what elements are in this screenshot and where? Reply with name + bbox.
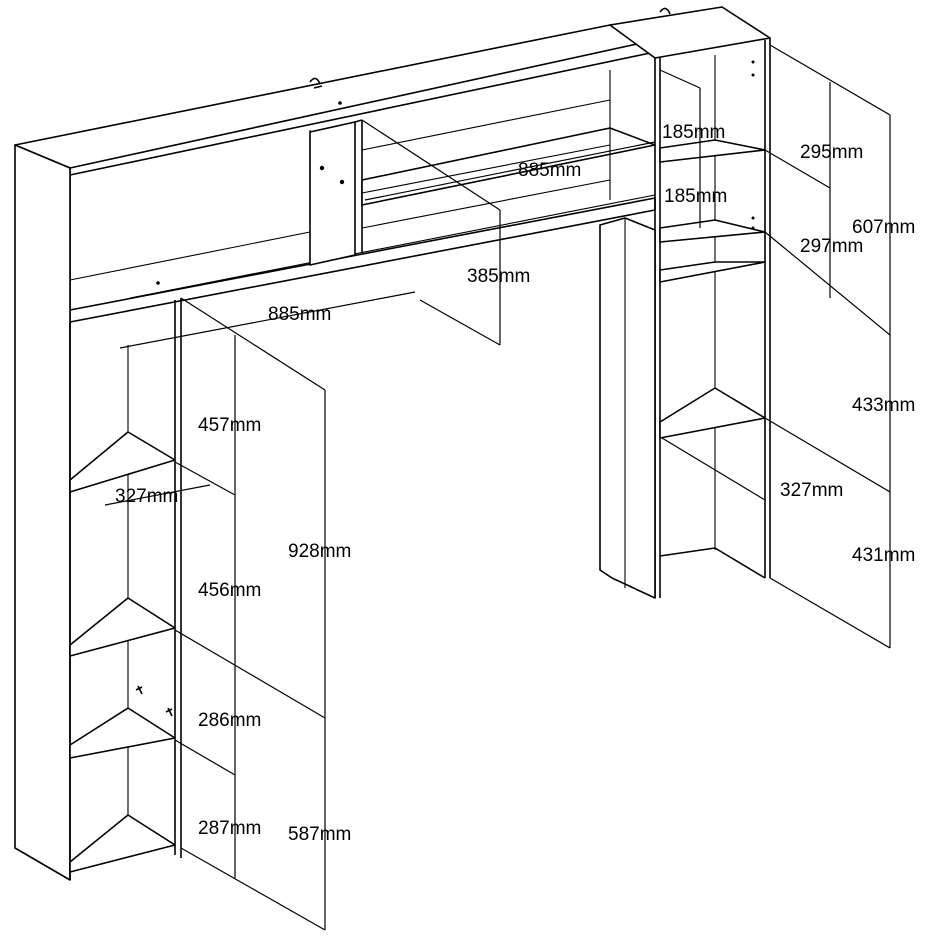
ext-433-bottom <box>764 417 891 493</box>
bridge-right-back-lower <box>361 179 611 229</box>
label-885-top: 885mm <box>518 160 581 181</box>
hinge-hole-2 <box>339 179 345 185</box>
right-shelf-3 <box>659 261 766 283</box>
right-shelf-1 <box>659 139 766 163</box>
peg-hole-2 <box>751 73 755 77</box>
left-shelf-1 <box>69 431 176 493</box>
right-tower-top <box>609 6 771 59</box>
dim-line-bridge-885 <box>119 291 416 349</box>
ext-295-bottom <box>764 149 831 189</box>
dimension-lines <box>104 44 891 931</box>
peg-hole-1 <box>751 60 755 64</box>
ext-431-bottom <box>769 577 891 649</box>
left-shelf-3 <box>69 707 176 759</box>
ext-185-top <box>659 69 701 89</box>
bridge-left-inner-shelf <box>69 231 311 281</box>
divider-top <box>354 119 363 123</box>
right-shelf-2 <box>659 219 766 243</box>
peg-hole-4 <box>751 226 755 230</box>
label-456: 456mm <box>198 580 261 601</box>
label-928: 928mm <box>288 541 351 562</box>
right-bottom-edge <box>714 547 766 579</box>
right-tower <box>599 6 771 599</box>
bridge-top-front-edge <box>69 51 656 176</box>
label-433: 433mm <box>852 395 915 416</box>
label-185-upper: 185mm <box>662 122 725 143</box>
ext-928-top <box>180 297 326 391</box>
bridge-middle-divider <box>309 121 356 266</box>
cam-lock-icon-1 <box>135 685 143 695</box>
label-587: 587mm <box>288 824 351 845</box>
label-286: 286mm <box>198 710 261 731</box>
left-tower-side-panel <box>14 144 71 881</box>
bridge-right-shelf <box>361 127 656 206</box>
top-bridge-cabinet <box>14 7 673 323</box>
ext-607-bottom <box>764 231 891 336</box>
label-385: 385mm <box>467 266 530 287</box>
left-shelf-bottom <box>69 814 176 873</box>
ext-385-bottom <box>419 299 501 346</box>
label-297: 297mm <box>800 236 863 257</box>
dim-line-top-885 <box>364 141 656 201</box>
dimension-labels: 185mm 885mm 185mm 385mm 885mm 295mm 297m… <box>115 122 915 845</box>
ext-457-bottom <box>174 461 236 496</box>
hinge-hole-1 <box>319 165 325 171</box>
cam-lock-icon-2 <box>165 707 173 717</box>
right-shelf-4 <box>659 387 766 439</box>
top-bracket-icon <box>309 77 323 89</box>
label-295: 295mm <box>800 142 863 163</box>
ext-928-bottom <box>174 629 326 719</box>
left-tower <box>14 144 182 881</box>
label-607: 607mm <box>852 217 915 238</box>
label-885-bridge: 885mm <box>268 304 331 325</box>
mark-dot-1 <box>338 101 342 105</box>
label-327-left: 327mm <box>115 486 178 507</box>
mark-dot-2 <box>156 281 160 285</box>
label-185-lower: 185mm <box>664 186 727 207</box>
right-bottom-line <box>659 547 716 557</box>
bridge-right-back-upper <box>361 99 611 151</box>
label-457: 457mm <box>198 415 261 436</box>
label-287: 287mm <box>198 818 261 839</box>
label-327-right: 327mm <box>780 480 843 501</box>
bridge-bottom-inner-line <box>129 194 656 299</box>
dim-line-right-327 <box>661 437 766 501</box>
ext-286-bottom <box>174 739 236 776</box>
label-431: 431mm <box>852 545 915 566</box>
ext-385-top <box>361 119 501 211</box>
ext-587-bottom <box>180 847 326 931</box>
left-shelf-2 <box>69 597 176 657</box>
dim-line-left-327 <box>104 484 211 506</box>
right-inner-leg-panel <box>599 217 656 599</box>
peg-hole-3 <box>751 216 755 220</box>
ext-607-top <box>769 44 891 116</box>
bridge-right-shelf-back <box>361 144 611 194</box>
